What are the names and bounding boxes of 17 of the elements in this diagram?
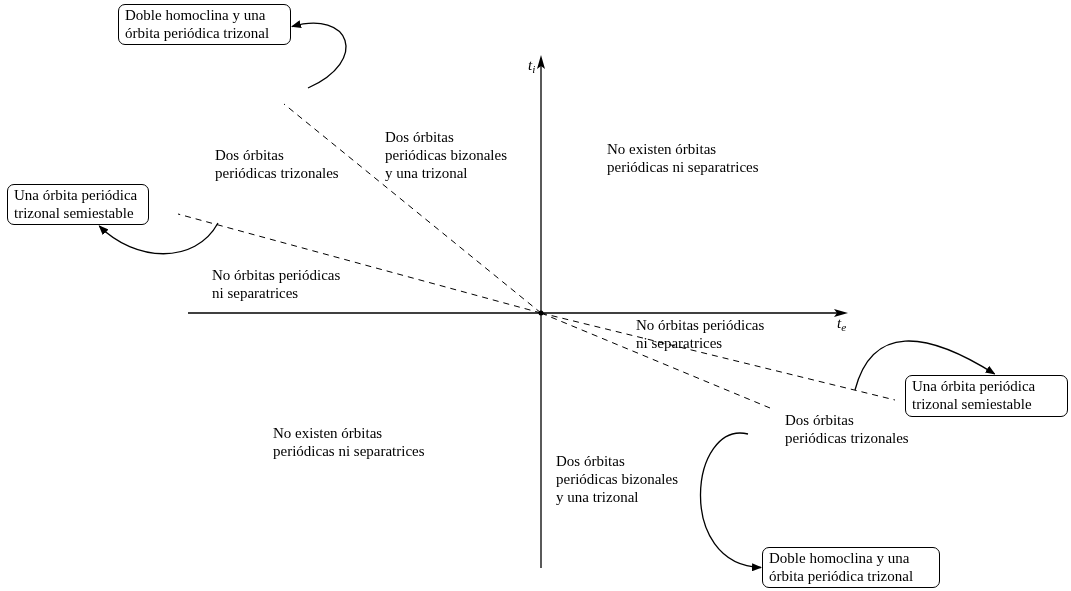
axis-label: t$_{e}$ xyxy=(837,314,848,332)
rounded-box: Una órbita periódica trizonal semiestable xyxy=(7,184,149,225)
rounded-box: Una órbita periódica trizonal semiestable xyxy=(905,375,1068,417)
region-label: No órbitas periódicas ni separatrices xyxy=(636,316,766,352)
curved-arrow xyxy=(854,340,996,391)
region-label: Dos órbitas periódicas bizonales y una trizonal xyxy=(556,452,680,506)
region-label: No existen órbitas periódicas ni separatrices xyxy=(607,140,760,176)
rounded-box: Doble homoclina y una órbita periódica trizonal xyxy=(762,547,940,588)
curved-arrow xyxy=(291,20,347,89)
rounded-box: Doble homoclina y una órbita periódica trizonal xyxy=(118,4,291,45)
region-label: No existen órbitas periódicas ni separatrices xyxy=(273,424,426,460)
axis-label: t$_{i}$ xyxy=(528,56,537,74)
region-label: Dos órbitas periódicas trizonales xyxy=(215,146,340,182)
curved-arrow xyxy=(98,222,219,255)
curved-arrow xyxy=(699,433,762,570)
region-label: No órbitas periódicas ni separatrices xyxy=(212,266,342,302)
region-label: Dos órbitas periódicas bizonales y una trizonal xyxy=(385,128,509,182)
